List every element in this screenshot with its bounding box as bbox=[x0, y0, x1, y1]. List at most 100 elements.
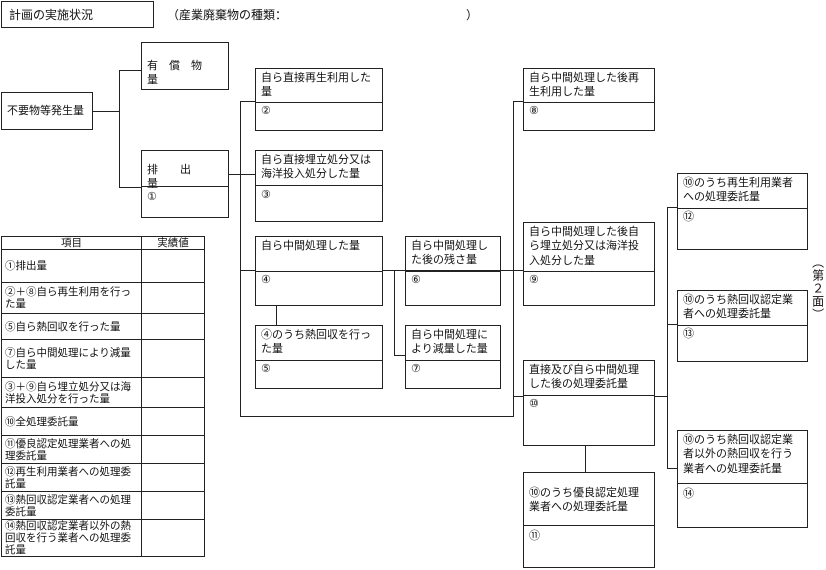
self-reuse-separator bbox=[256, 102, 382, 103]
heat-recovery-number: ⑤ bbox=[261, 362, 271, 375]
excellent-number: ⑪ bbox=[529, 529, 540, 542]
summary-row-value[interactable] bbox=[141, 249, 205, 284]
connector-residue-vertical bbox=[394, 270, 395, 355]
entrusted-title: 直接及び自ら中間処理 した後の処理委託量 bbox=[529, 363, 639, 391]
entrusted-separator bbox=[524, 395, 654, 396]
summary-header-row: 項目 実績値 bbox=[1, 235, 205, 251]
connector-main-trunk bbox=[240, 101, 241, 417]
heat-other-box: ⑩のうち熱回収認定業 者以外の熱回収を行う 業者への処理委託量 ⑭ bbox=[677, 430, 808, 528]
summary-row-value[interactable] bbox=[141, 519, 205, 558]
summary-row-label: ⑤自ら熱回収を行った量 bbox=[1, 313, 142, 341]
summary-row-label: ⑬熱回収認定業者への処理委託量 bbox=[1, 491, 142, 521]
heat-other-number: ⑭ bbox=[683, 487, 694, 500]
table-row: ⑭熱回収認定業者以外の熱回収を行う業者への処理委託量 bbox=[1, 519, 205, 558]
table-row: ⑤自ら熱回収を行った量 bbox=[1, 313, 205, 341]
self-landfill-separator bbox=[256, 185, 382, 186]
table-row: ⑩全処理委託量 bbox=[1, 407, 205, 437]
waste-type-label: （産業廃棄物の種類： bbox=[167, 8, 288, 22]
after-reuse-title: 自ら中間処理した後再 生利用した量 bbox=[529, 71, 639, 99]
after-landfill-box: 自ら中間処理した後自 ら埋立処分又は海洋投 入処分した量 ⑨ bbox=[523, 222, 655, 306]
entrusted-number: ⑩ bbox=[529, 397, 539, 410]
connector-to-heat-certified bbox=[667, 324, 677, 325]
table-row: ①排出量 bbox=[1, 249, 205, 284]
summary-row-label: ②＋⑧自ら再生利用を行った量 bbox=[1, 282, 142, 315]
after-reuse-box: 自ら中間処理した後再 生利用した量 ⑧ bbox=[523, 68, 655, 131]
summary-row-value[interactable] bbox=[141, 377, 205, 409]
residue-separator bbox=[406, 271, 500, 272]
connector-to-entrusted bbox=[513, 396, 523, 397]
summary-row-value[interactable] bbox=[141, 407, 205, 437]
summary-table: 項目 実績値 ①排出量 ②＋⑧自ら再生利用を行った量 ⑤自ら熱回収を行った量 ⑦… bbox=[1, 235, 205, 558]
heat-recovery-title: ④のうち熱回収を行っ た量 bbox=[261, 328, 371, 356]
connector-to-after-reuse bbox=[513, 101, 523, 102]
connector-to-self-intermediate bbox=[240, 270, 255, 271]
summary-row-value[interactable] bbox=[141, 282, 205, 315]
table-row: ③＋⑨自ら埋立処分又は海洋投入処分を行った量 bbox=[1, 377, 205, 409]
emission-box: 排 出 量 ① bbox=[141, 150, 229, 218]
summary-row-label: ⑫再生利用業者への処理委託量 bbox=[1, 463, 142, 493]
after-landfill-number: ⑨ bbox=[529, 273, 539, 286]
waste-type-close: ） bbox=[466, 8, 479, 22]
connector-entrusted-right-trunk bbox=[667, 207, 668, 469]
self-intermediate-box: 自ら中間処理した量 ④ bbox=[255, 236, 383, 306]
table-row: ⑬熱回収認定業者への処理委託量 bbox=[1, 491, 205, 521]
summary-row-label: ③＋⑨自ら埋立処分又は海洋投入処分を行った量 bbox=[1, 377, 142, 409]
form-title: 計画の実施状況 bbox=[9, 8, 94, 22]
emission-label: 排 出 量 bbox=[147, 163, 213, 191]
table-row: ②＋⑧自ら再生利用を行った量 bbox=[1, 282, 205, 315]
heat-other-title: ⑩のうち熱回収認定業 者以外の熱回収を行う 業者への処理委託量 bbox=[683, 433, 793, 475]
heat-certified-number: ⑬ bbox=[683, 327, 694, 340]
summary-header-value: 実績値 bbox=[141, 235, 205, 251]
connector-split-vertical bbox=[119, 70, 120, 188]
summary-row-label: ⑦自ら中間処理により減量した量 bbox=[1, 339, 142, 379]
connector-intermediate-heat bbox=[276, 306, 277, 325]
heat-certified-box: ⑩のうち熱回収認定業 者への処理委託量 ⑬ bbox=[677, 290, 808, 362]
page-side-label: （第２面） bbox=[810, 256, 825, 321]
recycler-number: ⑫ bbox=[683, 210, 694, 223]
self-landfill-box: 自ら直接埋立処分又は 海洋投入処分した量 ③ bbox=[255, 150, 383, 222]
summary-row-label: ⑭熱回収認定業者以外の熱回収を行う業者への処理委託量 bbox=[1, 519, 142, 558]
connector-to-paid bbox=[119, 70, 141, 71]
connector-to-reduction bbox=[394, 355, 405, 356]
summary-row-value[interactable] bbox=[141, 435, 205, 465]
emission-number: ① bbox=[147, 190, 157, 203]
entrusted-box: 直接及び自ら中間処理 した後の処理委託量 ⑩ bbox=[523, 360, 655, 446]
connector-to-recycler bbox=[667, 207, 677, 208]
self-reuse-title: 自ら直接再生利用した 量 bbox=[261, 71, 371, 99]
reduction-number: ⑦ bbox=[411, 362, 421, 375]
excellent-box: ⑩のうち優良認定処理 業者への処理委託量 ⑪ bbox=[523, 472, 655, 568]
excellent-separator bbox=[524, 525, 654, 526]
summary-row-value[interactable] bbox=[141, 463, 205, 493]
reduction-box: 自ら中間処理に より減量した量 ⑦ bbox=[405, 325, 501, 389]
table-row: ⑦自ら中間処理により減量した量 bbox=[1, 339, 205, 379]
summary-row-label: ①排出量 bbox=[1, 249, 142, 284]
generation-label: 不要物等発生量 bbox=[7, 104, 84, 117]
connector-emission-out bbox=[229, 174, 240, 175]
summary-row-value[interactable] bbox=[141, 491, 205, 521]
connector-entrusted-excellent bbox=[585, 446, 586, 472]
after-reuse-number: ⑧ bbox=[529, 104, 539, 117]
connector-intermediate-out bbox=[383, 270, 523, 271]
after-landfill-title: 自ら中間処理した後自 ら埋立処分又は海洋投 入処分した量 bbox=[529, 225, 639, 267]
residue-number: ⑥ bbox=[411, 273, 421, 286]
summary-row-value[interactable] bbox=[141, 313, 205, 341]
residue-title: 自ら中間処理し た後の残さ量 bbox=[411, 239, 488, 267]
summary-header-item: 項目 bbox=[1, 235, 142, 251]
summary-row-label: ⑩全処理委託量 bbox=[1, 407, 142, 437]
connector-to-emission bbox=[119, 187, 141, 188]
self-intermediate-number: ④ bbox=[261, 273, 271, 286]
paid-amount-label: 有 償 物 量 bbox=[147, 59, 213, 87]
recycler-separator bbox=[678, 208, 807, 209]
heat-recovery-box: ④のうち熱回収を行っ た量 ⑤ bbox=[255, 325, 383, 389]
connector-to-self-landfill bbox=[240, 174, 255, 175]
summary-row-value[interactable] bbox=[141, 339, 205, 379]
heat-recovery-separator bbox=[256, 360, 382, 361]
self-intermediate-title: 自ら中間処理した量 bbox=[261, 239, 360, 252]
connector-to-heat-other bbox=[667, 468, 677, 469]
form-title-box: 計画の実施状況 bbox=[1, 1, 154, 28]
self-landfill-number: ③ bbox=[261, 188, 271, 201]
connector-to-self-reuse bbox=[240, 101, 255, 102]
after-reuse-separator bbox=[524, 102, 654, 103]
heat-certified-title: ⑩のうち熱回収認定業 者への処理委託量 bbox=[683, 293, 793, 321]
